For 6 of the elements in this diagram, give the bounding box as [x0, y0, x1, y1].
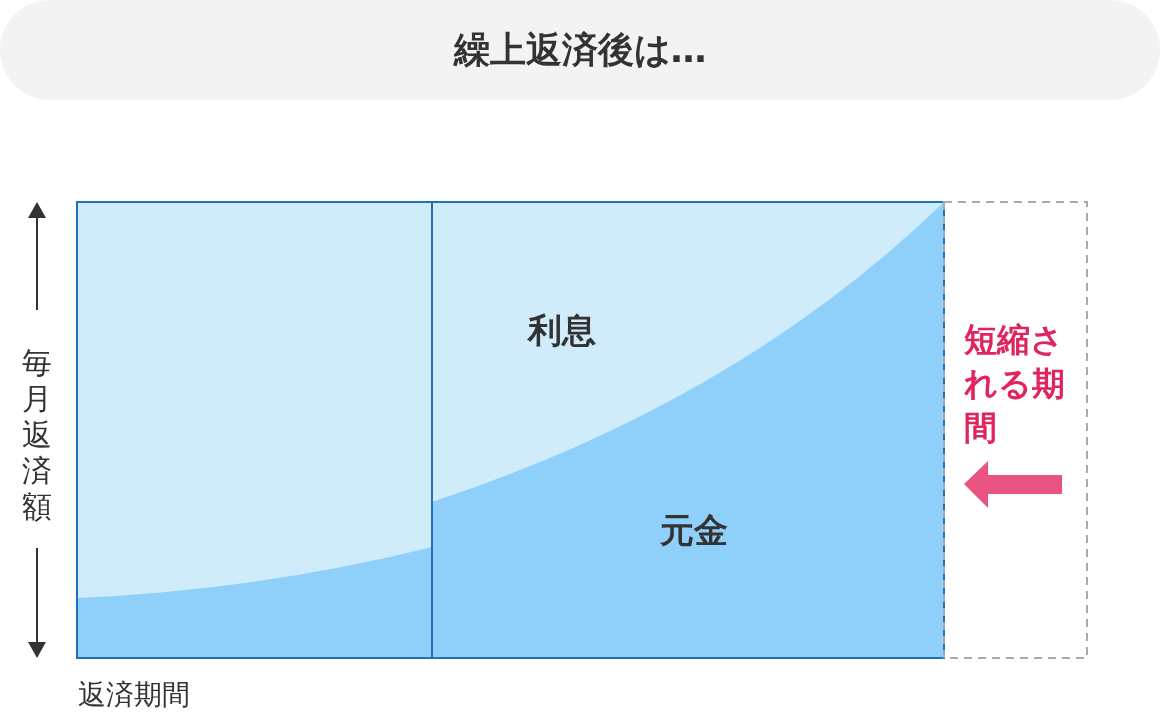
axis-label: 返済期間 [78, 677, 190, 713]
axis-label: 毎月返済額 [21, 345, 53, 525]
area-label: 利息 [528, 309, 596, 352]
callout-text: 短縮される期間 [964, 319, 1066, 449]
area-label: 元金 [660, 509, 728, 552]
title-banner: 繰上返済後は… [0, 0, 1160, 100]
